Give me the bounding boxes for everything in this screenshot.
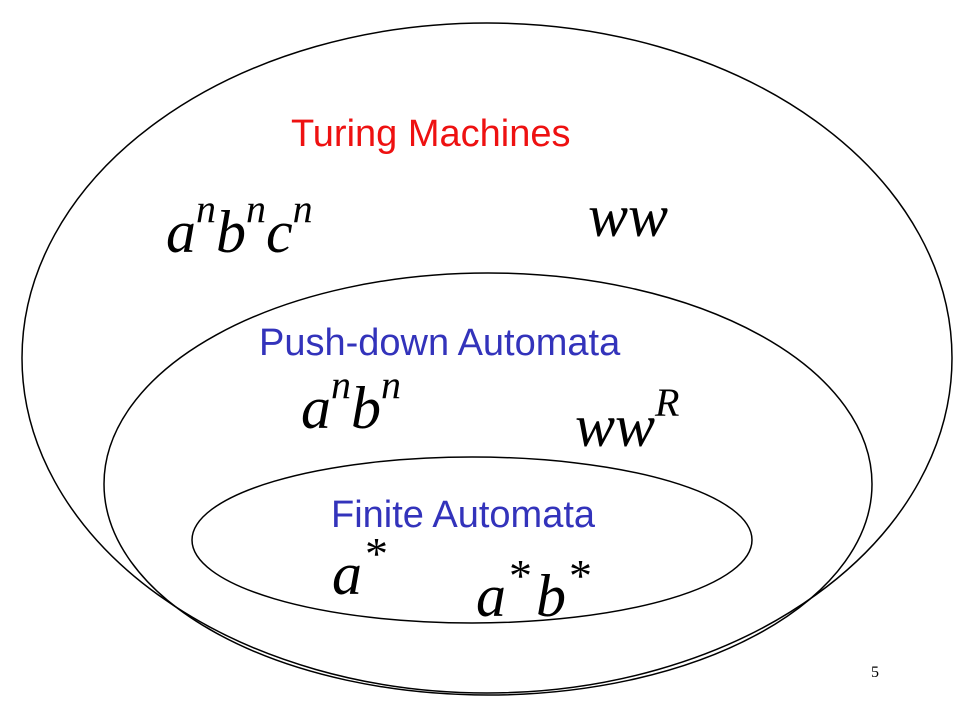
finite-automata-title: Finite Automata	[331, 494, 596, 536]
slide-number: 5	[871, 664, 879, 681]
fa-language-astarbstar: a*b*	[476, 549, 592, 629]
turing-machines-title: Turing Machines	[291, 113, 571, 155]
turing-language-ww: ww	[588, 183, 669, 249]
pda-language-wwR: wwR	[575, 380, 680, 460]
fa-language-astar: a*	[332, 527, 388, 607]
turing-language-anbncn: anbncn	[166, 186, 313, 266]
pushdown-automata-region	[103, 272, 873, 696]
pushdown-automata-title: Push-down Automata	[259, 322, 621, 364]
finite-automata-region	[191, 456, 753, 624]
pda-language-anbn: anbn	[301, 362, 401, 442]
turing-machines-region	[21, 22, 953, 694]
